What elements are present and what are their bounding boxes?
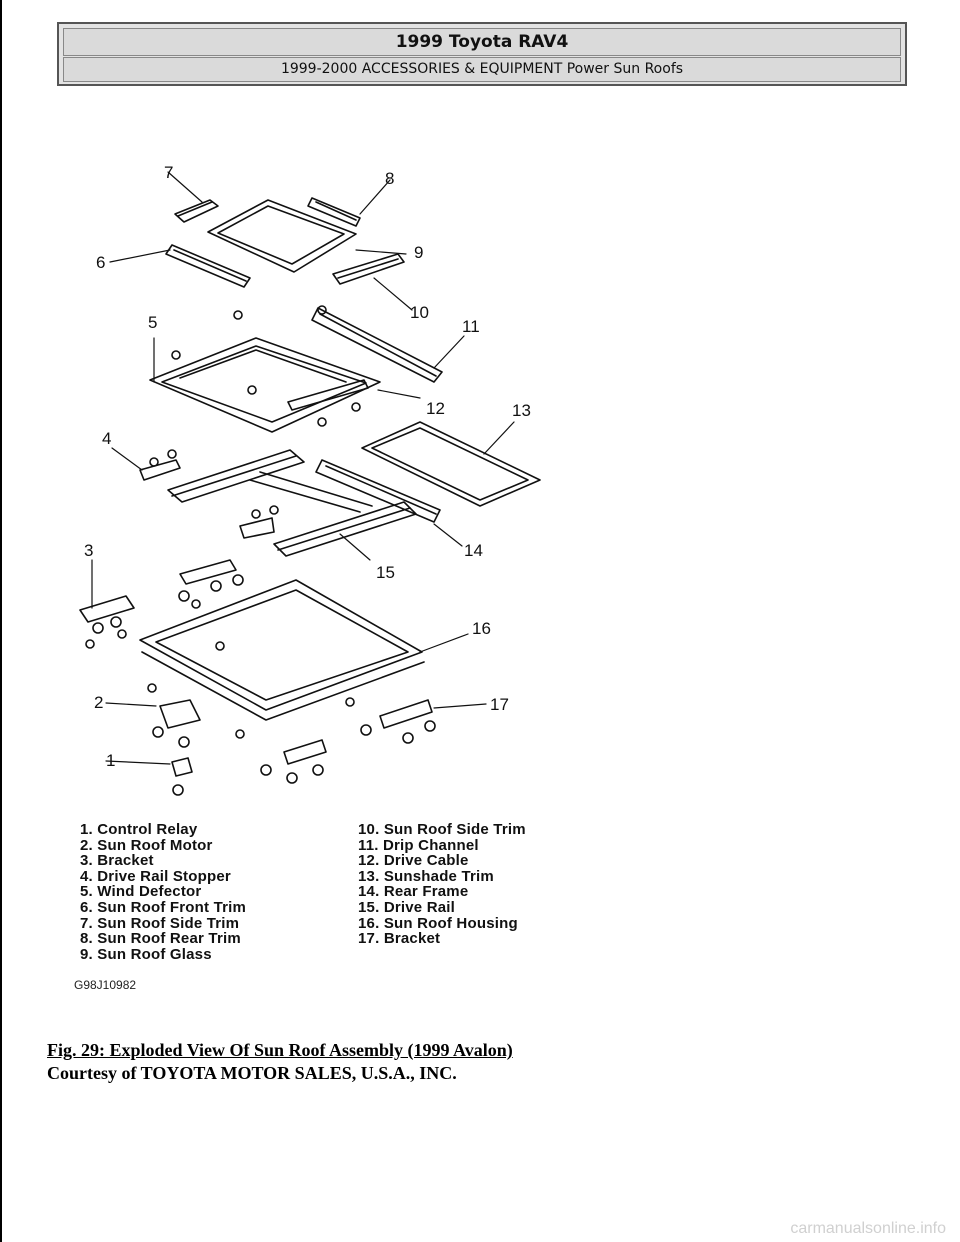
- part-bracket-17: [345, 697, 436, 744]
- legend-item: 12. Drive Cable: [358, 852, 469, 870]
- legend-right: 10. Sun Roof Side Trim 11. Drip Channel …: [358, 822, 526, 947]
- legend-item: 11. Drip Channel: [358, 836, 479, 854]
- legend-item: 6. Sun Roof Front Trim: [80, 898, 247, 916]
- part-sunshade-13: [361, 421, 541, 507]
- callout-2: 2: [94, 693, 104, 712]
- part-rear-frame-14: [315, 459, 441, 523]
- legend-item: 15. Drive Rail: [358, 898, 456, 916]
- callout-4: 4: [102, 429, 112, 448]
- part-drip-channel-11: [311, 307, 443, 383]
- exploded-view-figure: 7 8 9 6 10 11 5 12 13 4 14 15 3 16 2 17 …: [60, 150, 580, 1010]
- part-bolts-upper: [178, 559, 244, 609]
- legend-item: 10. Sun Roof Side Trim: [358, 821, 526, 838]
- legend-item: 14. Rear Frame: [358, 883, 469, 901]
- legend-item: 5. Wind Defector: [80, 883, 202, 901]
- part-side-trim-10: [332, 253, 405, 285]
- watermark: carmanualsonline.info: [790, 1220, 946, 1237]
- page-border: [0, 0, 2, 1242]
- callout-17: 17: [490, 695, 509, 714]
- part-drive-rail-15: [167, 449, 417, 557]
- figure-courtesy: Courtesy of TOYOTA MOTOR SALES, U.S.A., …: [47, 1063, 457, 1083]
- document-title: 1999 Toyota RAV4: [63, 28, 901, 56]
- part-glass-9: [207, 199, 357, 273]
- part-bracket-mid: [239, 505, 279, 539]
- callout-3: 3: [84, 541, 94, 560]
- callout-12: 12: [426, 399, 445, 418]
- legend-item: 4. Drive Rail Stopper: [80, 867, 231, 885]
- callout-9: 9: [414, 243, 424, 262]
- legend-item: 8. Sun Roof Rear Trim: [80, 930, 241, 948]
- legend-item: 2. Sun Roof Motor: [80, 836, 213, 854]
- sunroof-diagram: [79, 171, 541, 796]
- callout-14: 14: [464, 541, 483, 560]
- legend-item: 13. Sunshade Trim: [358, 867, 494, 885]
- part-housing-16: [139, 579, 425, 721]
- callout-6: 6: [96, 253, 106, 272]
- callout-13: 13: [512, 401, 531, 420]
- callout-7: 7: [164, 163, 174, 182]
- part-motor-2: [147, 683, 201, 748]
- legend-item: 9. Sun Roof Glass: [80, 945, 212, 963]
- part-rear-trim-8: [307, 197, 361, 227]
- callout-8: 8: [385, 169, 395, 188]
- document-subtitle: 1999-2000 ACCESSORIES & EQUIPMENT Power …: [63, 57, 901, 82]
- part-drive-cable-12: [287, 379, 369, 411]
- part-wind-deflector-5: [149, 305, 381, 433]
- callout-10: 10: [410, 303, 429, 322]
- callout-5: 5: [148, 313, 158, 332]
- figure-caption: Fig. 29: Exploded View Of Sun Roof Assem…: [47, 1040, 513, 1060]
- legend-item: 17. Bracket: [358, 930, 441, 948]
- part-stopper-4: [139, 449, 181, 481]
- legend-item: 1. Control Relay: [80, 821, 198, 838]
- part-side-trim-7: [174, 199, 219, 223]
- callout-16: 16: [472, 619, 491, 638]
- document-header: 1999 Toyota RAV4 1999-2000 ACCESSORIES &…: [57, 22, 907, 86]
- callout-11: 11: [462, 317, 480, 336]
- figure-code: G98J10982: [74, 978, 137, 992]
- legend-item: 3. Bracket: [80, 852, 154, 870]
- callout-15: 15: [376, 563, 395, 582]
- legend-item: 16. Sun Roof Housing: [358, 914, 518, 932]
- part-front-trim-6: [165, 244, 251, 288]
- legend-item: 7. Sun Roof Side Trim: [80, 914, 240, 932]
- leader-lines: [91, 171, 515, 765]
- legend-left: 1. Control Relay 2. Sun Roof Motor 3. Br…: [80, 822, 246, 962]
- part-bracket-bottom: [235, 729, 327, 784]
- part-relay-1: [171, 757, 193, 796]
- callout-1: 1: [106, 751, 116, 770]
- part-bracket-3: [79, 595, 135, 649]
